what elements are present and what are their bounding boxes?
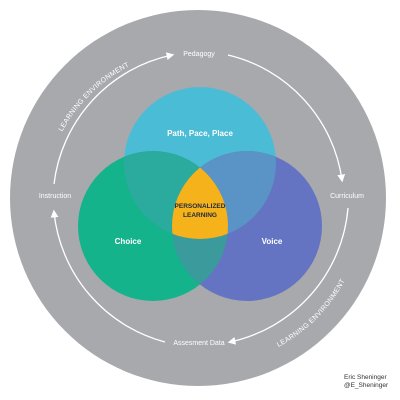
center-overlap [172,151,228,239]
node-assessment-data: Assesment Data [173,340,224,347]
node-curriculum: Curriculum [330,193,364,200]
label-choice: Choice [115,237,142,246]
label-voice: Voice [262,237,283,246]
label-learning: LEARNING [183,212,217,219]
arrow-curriculum-to-assessment [227,207,349,345]
node-instruction: Instruction [39,193,71,200]
label-path-pace-place: Path, Pace, Place [167,129,233,138]
author-name: Eric Sheninger [344,374,387,381]
author-handle: @E_Sheninger [344,382,389,389]
label-personalized: PERSONALIZED [175,203,226,210]
arrow-assessment-to-instruction [50,209,166,343]
arrow-pedagogy-to-curriculum [227,54,346,183]
arrow-instruction-to-pedagogy [53,52,175,185]
author-credit: Eric Sheninger @E_Sheninger [344,374,388,390]
node-pedagogy: Pedagogy [183,51,215,58]
cycle-arrows [50,52,349,345]
